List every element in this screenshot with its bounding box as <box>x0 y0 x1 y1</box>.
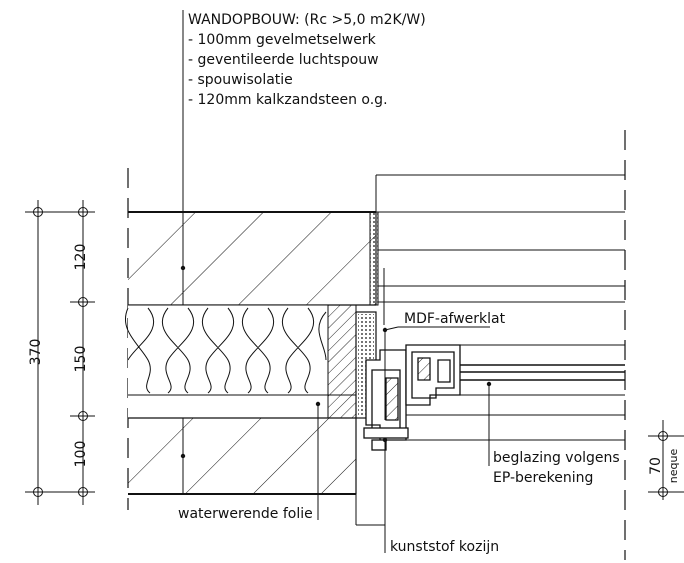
reference-lines <box>406 344 625 441</box>
mdf-label: MDF-afwerklat <box>404 311 506 327</box>
frame-label: kunststof kozijn <box>390 539 499 555</box>
wall-spec-layer-4: - 120mm kalkzandsteen o.g. <box>188 92 388 108</box>
brick-outer-leaf <box>128 211 377 306</box>
foil-label: waterwerende folie <box>178 506 313 522</box>
dimension-sill: 70 neque <box>648 420 684 500</box>
frame-annotation: kunststof kozijn <box>382 437 499 555</box>
wall-spec-annotation: WANDOPBOUW: (Rc >5,0 m2K/W) - 100mm geve… <box>180 10 426 495</box>
glazing-label-line-1: beglazing volgens <box>493 450 620 466</box>
dimension-sill-label: 70 <box>648 457 664 475</box>
glazing-label-line-2: EP-berekening <box>493 470 593 486</box>
dimension-total-label: 370 <box>28 339 44 366</box>
dimension-segment-2-label: 150 <box>73 346 89 373</box>
glazing-pane <box>460 364 625 381</box>
mdf-annotation: MDF-afwerklat <box>382 311 506 420</box>
insulation-layer <box>125 304 356 419</box>
wall-spec-layer-1: - 100mm gevelmetselwerk <box>188 32 377 48</box>
dimension-total: 370 <box>25 200 95 505</box>
dimension-segment-1-label: 120 <box>73 244 89 271</box>
dimension-segments: 120 150 100 <box>70 200 95 505</box>
glazing-annotation: beglazing volgens EP-berekening <box>486 381 620 486</box>
dimension-sill-note: neque <box>667 449 680 484</box>
facade-trim <box>369 174 625 325</box>
wall-spec-layer-3: - spouwisolatie <box>188 72 293 88</box>
insulation-waves <box>125 307 327 394</box>
pvc-window-frame <box>363 344 461 451</box>
wall-spec-layer-2: - geventileerde luchtspouw <box>188 52 379 68</box>
foil-annotation: waterwerende folie <box>178 401 321 522</box>
dimension-segment-3-label: 100 <box>73 441 89 468</box>
wall-spec-heading: WANDOPBOUW: (Rc >5,0 m2K/W) <box>188 12 426 28</box>
